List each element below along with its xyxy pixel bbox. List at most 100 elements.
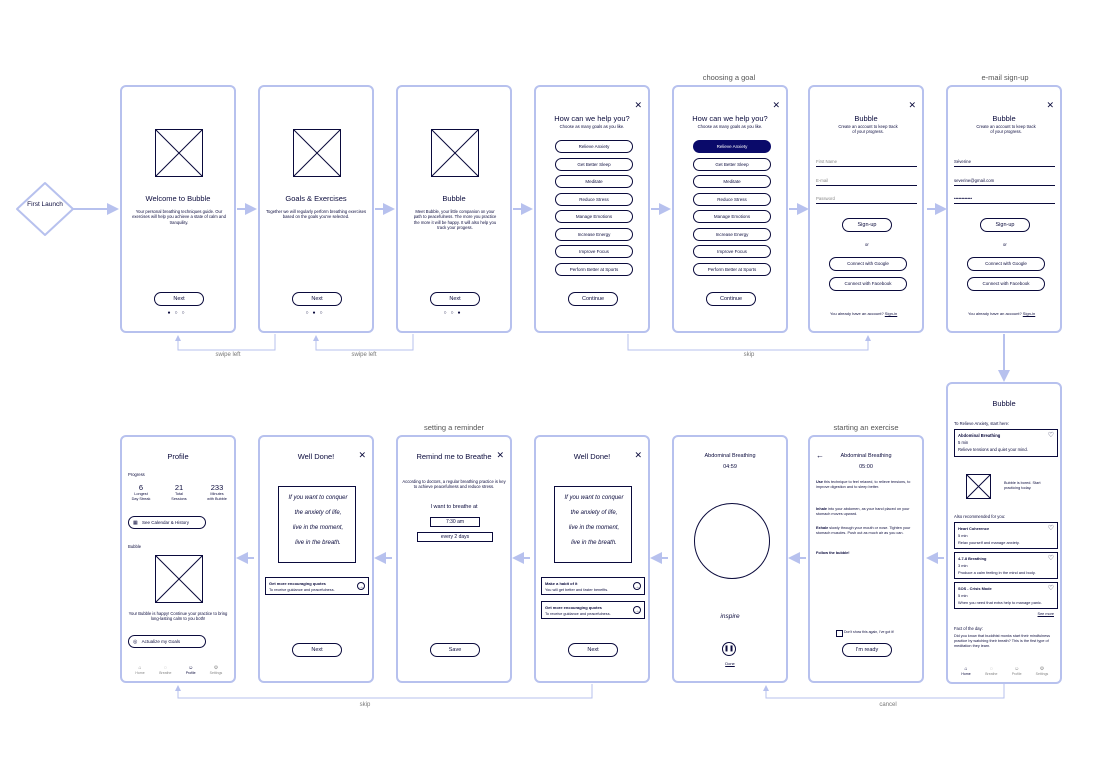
dont-show-checkbox[interactable] — [836, 630, 843, 637]
nav-profile[interactable]: ☺Profile — [1005, 666, 1029, 676]
next-button[interactable]: Next — [568, 643, 618, 657]
have-account-text: You already have an account? — [830, 311, 884, 316]
card-desc: When you need that extra help to manage … — [958, 600, 1042, 605]
goal-option[interactable]: Get Better Sleep — [555, 158, 633, 171]
close-icon[interactable]: ✕ — [772, 100, 780, 110]
google-button[interactable]: Connect with Google — [967, 257, 1045, 271]
goal-option[interactable]: Increase Energy — [693, 228, 771, 241]
heart-icon[interactable]: ♡ — [1047, 585, 1054, 592]
first-name-field[interactable]: Séverine — [954, 159, 1055, 167]
close-icon[interactable]: ✕ — [496, 450, 504, 460]
google-button[interactable]: Connect with Google — [829, 257, 907, 271]
frequency-field[interactable]: every 2 days — [417, 532, 493, 542]
page-dots: ●○○ — [167, 310, 189, 316]
help-sub: Choose as many goals as you like. — [697, 124, 763, 129]
nav-settings[interactable]: ⚙Settings — [1030, 666, 1054, 676]
goal-option[interactable]: Reduce Stress — [555, 193, 633, 206]
home-title: Bubble — [992, 399, 1016, 408]
close-icon[interactable]: ✕ — [1046, 100, 1054, 110]
sign-in-link[interactable]: Sign-in — [884, 311, 898, 316]
continue-button[interactable]: Continue — [568, 292, 618, 306]
ready-button[interactable]: I'm ready — [842, 643, 892, 657]
continue-button[interactable]: Continue — [706, 292, 756, 306]
signup-sub: Create an account to keep track of your … — [976, 124, 1036, 135]
nav-profile-label: Profile — [185, 671, 196, 675]
habit-card[interactable]: Make a habit of it You will get better a… — [541, 577, 645, 595]
close-icon[interactable]: ✕ — [358, 450, 366, 460]
rec-card[interactable]: SOS - Crisis Mode 5 min When you need th… — [954, 582, 1058, 609]
next-button[interactable]: Next — [430, 292, 480, 306]
nav-breathe[interactable]: ◌Breathe — [979, 666, 1003, 676]
calendar-button[interactable]: ▦ See Calendar & History — [128, 516, 206, 529]
facebook-button[interactable]: Connect with Facebook — [967, 277, 1045, 291]
heart-icon[interactable]: ♡ — [1047, 432, 1054, 439]
goal-option[interactable]: Manage Emotions — [555, 210, 633, 223]
screen-reminder: ✕ Remind me to Breathe According to doct… — [396, 435, 512, 683]
help-title: How can we help you? — [692, 114, 768, 123]
encouraging-card[interactable]: Get more encouraging quotes To receive g… — [541, 601, 645, 619]
email-field[interactable]: E-mail — [816, 178, 917, 186]
goal-option-selected[interactable]: Relieve Anxiety — [693, 140, 771, 153]
goal-option[interactable]: Get Better Sleep — [693, 158, 771, 171]
goals-button[interactable]: ◎ Actualize my Goals — [128, 635, 206, 648]
facebook-button[interactable]: Connect with Facebook — [829, 277, 907, 291]
pause-icon[interactable]: ❚❚ — [722, 642, 736, 656]
profile-title: Profile — [167, 452, 189, 461]
rec-card[interactable]: Heart Coherence 5 min Relax yourself and… — [954, 522, 1058, 549]
first-name-field[interactable]: First Name — [816, 159, 917, 167]
goal-option[interactable]: Perform Better at Sports — [693, 263, 771, 276]
image-placeholder — [155, 129, 203, 177]
signup-button[interactable]: Sign-up — [842, 218, 892, 232]
card-time: 3 min — [958, 563, 968, 568]
goal-option[interactable]: Manage Emotions — [693, 210, 771, 223]
bubble-image-placeholder — [155, 555, 203, 603]
goal-option[interactable]: Increase Energy — [555, 228, 633, 241]
goal-option[interactable]: Meditate — [555, 175, 633, 188]
label-cancel: cancel — [879, 702, 897, 708]
card-title: Get more encouraging quotes — [545, 605, 602, 610]
stat-streak: 6 Longest Day Streak — [126, 483, 156, 502]
rec-card[interactable]: 4-7-8 Breathing 3 min Produce a calm fee… — [954, 552, 1058, 579]
goal-option[interactable]: Reduce Stress — [693, 193, 771, 206]
heart-icon[interactable]: ♡ — [1047, 555, 1054, 562]
save-button[interactable]: Save — [430, 643, 480, 657]
next-button[interactable]: Next — [292, 643, 342, 657]
sign-in-link[interactable]: Sign-in — [1022, 311, 1036, 316]
nav-settings[interactable]: ⚙Settings — [204, 665, 228, 675]
password-field[interactable]: Password — [816, 196, 917, 204]
nav-home[interactable]: ⌂Home — [128, 665, 152, 675]
email-field[interactable]: severine@gmail.com — [954, 178, 1055, 186]
next-button[interactable]: Next — [154, 292, 204, 306]
goal-option[interactable]: Perform Better at Sports — [555, 263, 633, 276]
password-field[interactable]: •••••••••••• — [954, 196, 1055, 204]
nav-profile[interactable]: ☺Profile — [179, 665, 203, 675]
close-icon[interactable]: ✕ — [634, 450, 642, 460]
goal-option[interactable]: Relieve Anxiety — [555, 140, 633, 153]
done-link[interactable]: Done — [725, 661, 735, 666]
main-exercise-card[interactable]: Abdominal Breathing 5 min Relieve tensio… — [954, 429, 1058, 457]
goal-option[interactable]: Improve Focus — [555, 245, 633, 258]
see-more-link[interactable]: See more — [1037, 612, 1054, 616]
next-button[interactable]: Next — [292, 292, 342, 306]
close-icon[interactable]: ✕ — [908, 100, 916, 110]
heart-icon[interactable]: ♡ — [1047, 525, 1054, 532]
encouraging-card[interactable]: Get more encouraging quotes To receive g… — [265, 577, 369, 595]
screen-profile: Profile Progress 6 Longest Day Streak 21… — [120, 435, 236, 683]
arrow-right-icon[interactable]: → — [357, 582, 365, 590]
instruction-follow: Follow the bubble! — [816, 551, 850, 555]
back-arrow-icon[interactable]: ← — [816, 451, 824, 460]
time-field[interactable]: 7:30 am — [430, 517, 480, 527]
nav-home[interactable]: ⌂Home — [954, 666, 978, 676]
breathe-icon: ◌ — [989, 666, 993, 672]
goal-option[interactable]: Improve Focus — [693, 245, 771, 258]
nav-breathe[interactable]: ◌Breathe — [153, 665, 177, 675]
close-icon[interactable]: ✕ — [634, 100, 642, 110]
exercise-title: Abdominal Breathing — [704, 453, 756, 459]
arrow-right-icon[interactable]: → — [633, 582, 641, 590]
calendar-icon: ▦ — [133, 520, 138, 526]
welcome-title: Welcome to Bubble — [145, 194, 211, 203]
arrow-right-icon[interactable]: → — [633, 606, 641, 614]
goal-option[interactable]: Meditate — [693, 175, 771, 188]
signup-button[interactable]: Sign-up — [980, 218, 1030, 232]
